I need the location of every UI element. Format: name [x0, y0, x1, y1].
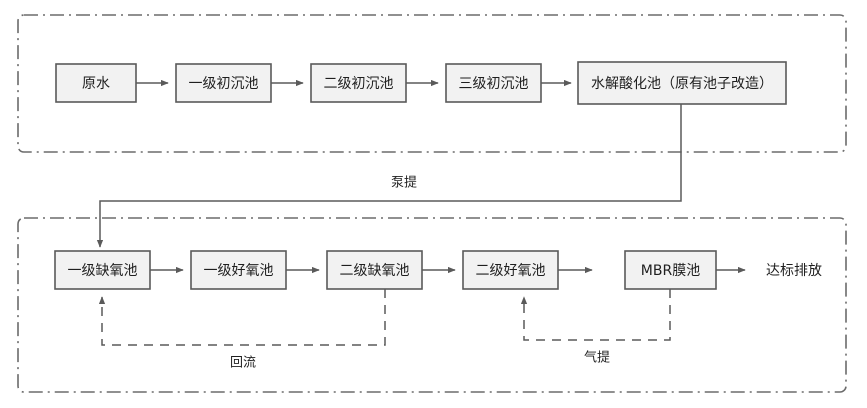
- edge-label-pump-lift: 泵提: [391, 175, 417, 191]
- node-anoxic-2-label: 二级缺氧池: [340, 263, 410, 279]
- node-primary-settling-2-label: 二级初沉池: [324, 75, 394, 92]
- node-hydrolysis-acidification[interactable]: 水解酸化池（原有池子改造）: [577, 61, 787, 105]
- node-discharge-label: 达标排放: [766, 263, 822, 279]
- edge-label-air-lift: 气提: [584, 350, 610, 366]
- node-anoxic-2[interactable]: 二级缺氧池: [326, 250, 423, 290]
- node-primary-settling-3-label: 三级初沉池: [459, 75, 529, 92]
- node-anoxic-1-label: 一级缺氧池: [68, 263, 138, 279]
- node-raw-water[interactable]: 原水: [55, 63, 137, 103]
- node-anoxic-1[interactable]: 一级缺氧池: [54, 250, 151, 290]
- link-pump-lift-hydrolysis-to-anoxic-1: [96, 104, 682, 248]
- node-mbr-membrane-label: MBR膜池: [641, 263, 700, 279]
- node-raw-water-label: 原水: [82, 76, 110, 92]
- node-mbr-membrane[interactable]: MBR膜池: [624, 250, 717, 290]
- node-primary-settling-3[interactable]: 三级初沉池: [445, 63, 542, 103]
- biotreatment-group-box: [17, 217, 847, 393]
- node-primary-settling-2[interactable]: 二级初沉池: [310, 63, 407, 103]
- node-primary-settling-1[interactable]: 一级初沉池: [175, 63, 272, 103]
- edge-label-return-flow: 回流: [230, 356, 256, 371]
- node-aerobic-1-label: 一级好氧池: [204, 263, 274, 279]
- node-primary-settling-1-label: 一级初沉池: [189, 75, 259, 92]
- node-aerobic-2[interactable]: 二级好氧池: [462, 250, 559, 290]
- link-return-flow-anoxic-2-to-anoxic-1: [98, 289, 386, 346]
- node-hydrolysis-acidification-label: 水解酸化池（原有池子改造）: [591, 76, 773, 92]
- link-air-lift-mbr-to-aerobic-2: [520, 289, 671, 341]
- node-aerobic-1[interactable]: 一级好氧池: [190, 250, 287, 290]
- pretreatment-group-box: [17, 14, 847, 153]
- node-aerobic-2-label: 二级好氧池: [476, 263, 546, 279]
